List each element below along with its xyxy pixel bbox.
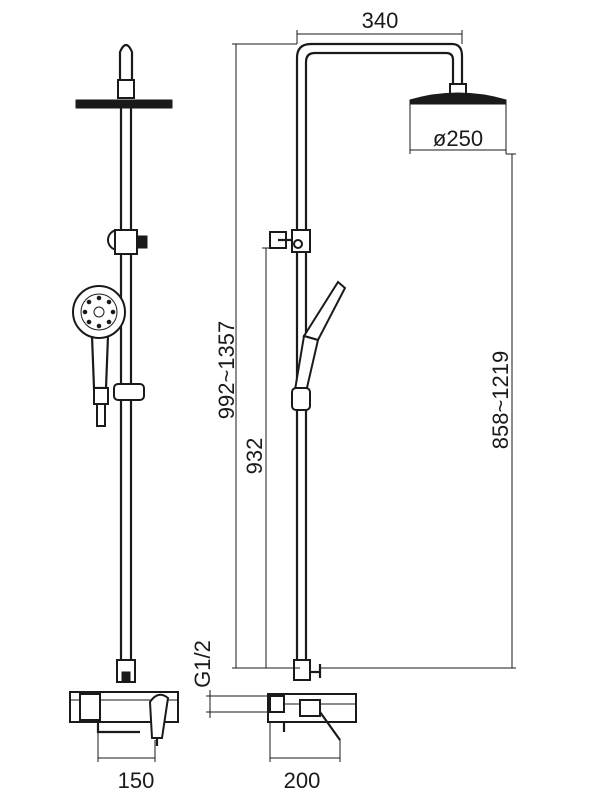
front-hand-shower-nozzles (82, 295, 116, 329)
front-rain-head (75, 99, 173, 109)
front-hose-connector (96, 403, 106, 427)
side-view (267, 42, 507, 741)
total-height-dimension: 992~1357 (214, 43, 300, 669)
total-height-label: 992~1357 (214, 321, 239, 420)
side-clamp-screw (293, 239, 303, 249)
front-diverter-knob (121, 671, 131, 683)
inlet-thread-label: G1/2 (190, 640, 215, 688)
side-lever-base (299, 699, 321, 717)
front-slider-holder (113, 383, 145, 401)
inlet-dimension: G1/2 (190, 640, 270, 718)
front-ball-joint (117, 79, 135, 99)
side-rain-head (409, 92, 507, 105)
front-top-connector (118, 43, 134, 80)
front-hand-shower-handle (90, 335, 110, 390)
bar-height-label: 932 (242, 438, 267, 475)
front-mixer-left-flange (79, 693, 101, 721)
side-mixer-inlet (269, 695, 285, 713)
side-width-label: 200 (284, 768, 321, 793)
head-diameter-dimension: ø250 (409, 104, 507, 154)
side-diverter (293, 659, 311, 681)
side-pipe-outer (295, 42, 464, 680)
side-slider (291, 387, 311, 411)
head-diameter-label: ø250 (433, 126, 483, 151)
front-clamp-screw (136, 235, 148, 249)
side-hand-shower-head (302, 280, 347, 342)
front-lever-handle (148, 693, 170, 739)
front-hand-shower-ring (80, 293, 118, 331)
front-hand-shower-center (93, 306, 105, 318)
side-width-dimension: 200 (269, 722, 341, 793)
front-view (69, 43, 179, 746)
top-width-label: 340 (362, 8, 399, 33)
front-holder-arm (93, 387, 109, 405)
front-spout (96, 722, 140, 734)
side-lever (319, 711, 341, 741)
bar-height-dimension: 932 (242, 247, 276, 668)
rail-height-label: 858~1219 (488, 351, 513, 450)
front-width-label: 150 (118, 768, 155, 793)
side-pipe-inner (304, 51, 455, 680)
rail-height-dimension: 858~1219 (320, 153, 516, 669)
side-hand-shower-handle (293, 334, 320, 394)
top-width-dimension: 340 (296, 8, 463, 44)
front-upper-clamp (114, 229, 138, 255)
front-width-dimension: 150 (97, 732, 156, 793)
